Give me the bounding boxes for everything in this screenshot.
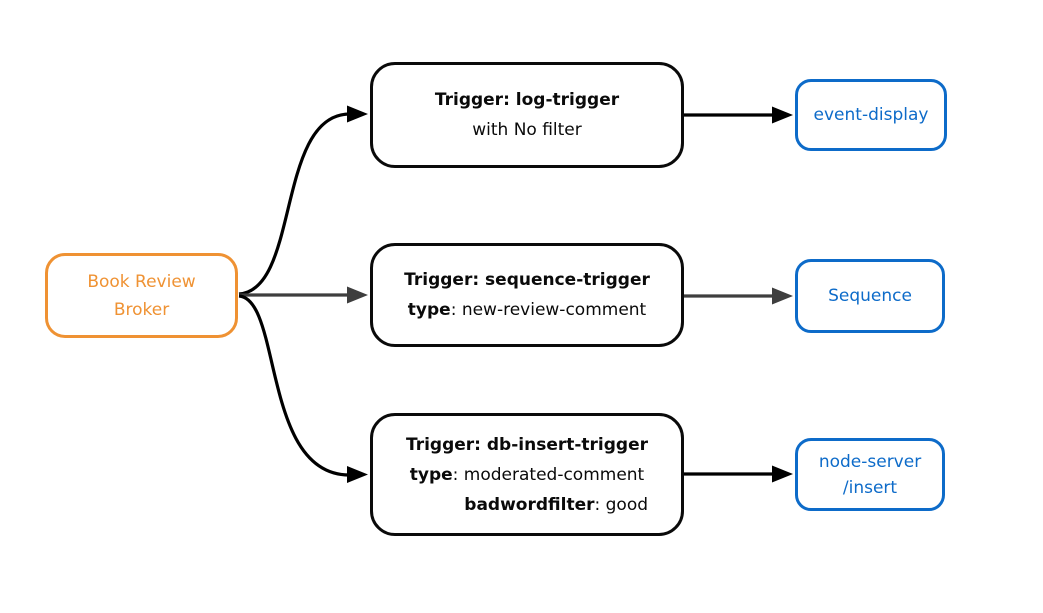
trigger-node-db-insert-trigger: Trigger: db-insert-trigger type: moderat…	[370, 413, 684, 536]
edge-broker-to-log-trigger	[238, 112, 351, 296]
broker-node: Book Review Broker	[45, 253, 238, 338]
sink-label-line: Sequence	[828, 286, 912, 306]
sink-label: event-display	[814, 102, 929, 128]
trigger-title: Trigger: db-insert-trigger	[406, 430, 648, 460]
trigger-attr: type: new-review-comment	[404, 295, 650, 325]
sink-node-event-display: event-display	[795, 79, 947, 151]
trigger-node-sequence-trigger: Trigger: sequence-trigger type: new-revi…	[370, 243, 684, 347]
broker-label-line1: Book Review	[87, 271, 196, 292]
sink-label-line: node-server	[818, 451, 922, 472]
arrowhead-icon	[772, 106, 793, 124]
trigger-label: Trigger: db-insert-trigger type: moderat…	[406, 430, 648, 520]
trigger-node-log-trigger: Trigger: log-trigger with No filter	[370, 62, 684, 168]
broker-label: Book Review Broker	[87, 268, 195, 324]
sink-node-sequence: Sequence	[795, 259, 945, 333]
arrowhead-icon	[772, 287, 793, 305]
arrowhead-icon	[347, 286, 368, 304]
edge-broker-to-db-insert-trigger	[238, 294, 351, 477]
sink-node-node-server-insert: node-server /insert	[795, 438, 945, 511]
trigger-attr-value: : new-review-comment	[450, 300, 647, 320]
trigger-attr-key: type	[409, 464, 453, 485]
trigger-subtitle: with No filter	[472, 120, 582, 140]
trigger-attr-key: type	[407, 300, 451, 320]
sink-label: Sequence	[828, 283, 912, 309]
trigger-attr-value: : good	[594, 494, 649, 515]
arrowhead-icon	[347, 466, 368, 483]
sink-label-line: /insert	[842, 477, 898, 498]
trigger-title: Trigger: sequence-trigger	[404, 265, 650, 295]
trigger-label: Trigger: log-trigger with No filter	[435, 85, 619, 145]
trigger-title-text: Trigger: db-insert-trigger	[405, 434, 649, 455]
sink-label-line: event-display	[813, 105, 929, 125]
trigger-attr-value: : moderated-comment	[452, 464, 645, 485]
trigger-attr-key: badwordfilter	[464, 494, 595, 515]
trigger-title-text: Trigger: log-trigger	[434, 90, 620, 110]
arrowhead-icon	[347, 105, 368, 123]
broker-label-line2: Broker	[113, 299, 170, 320]
trigger-title: Trigger: log-trigger	[435, 85, 619, 115]
trigger-title-text: Trigger: sequence-trigger	[404, 270, 650, 290]
arrowhead-icon	[772, 465, 793, 483]
trigger-attr: type: moderated-comment	[406, 460, 648, 490]
sink-label: node-server /insert	[819, 449, 921, 501]
trigger-attr: badwordfilter: good	[406, 490, 648, 520]
trigger-label: Trigger: sequence-trigger type: new-revi…	[404, 265, 650, 325]
